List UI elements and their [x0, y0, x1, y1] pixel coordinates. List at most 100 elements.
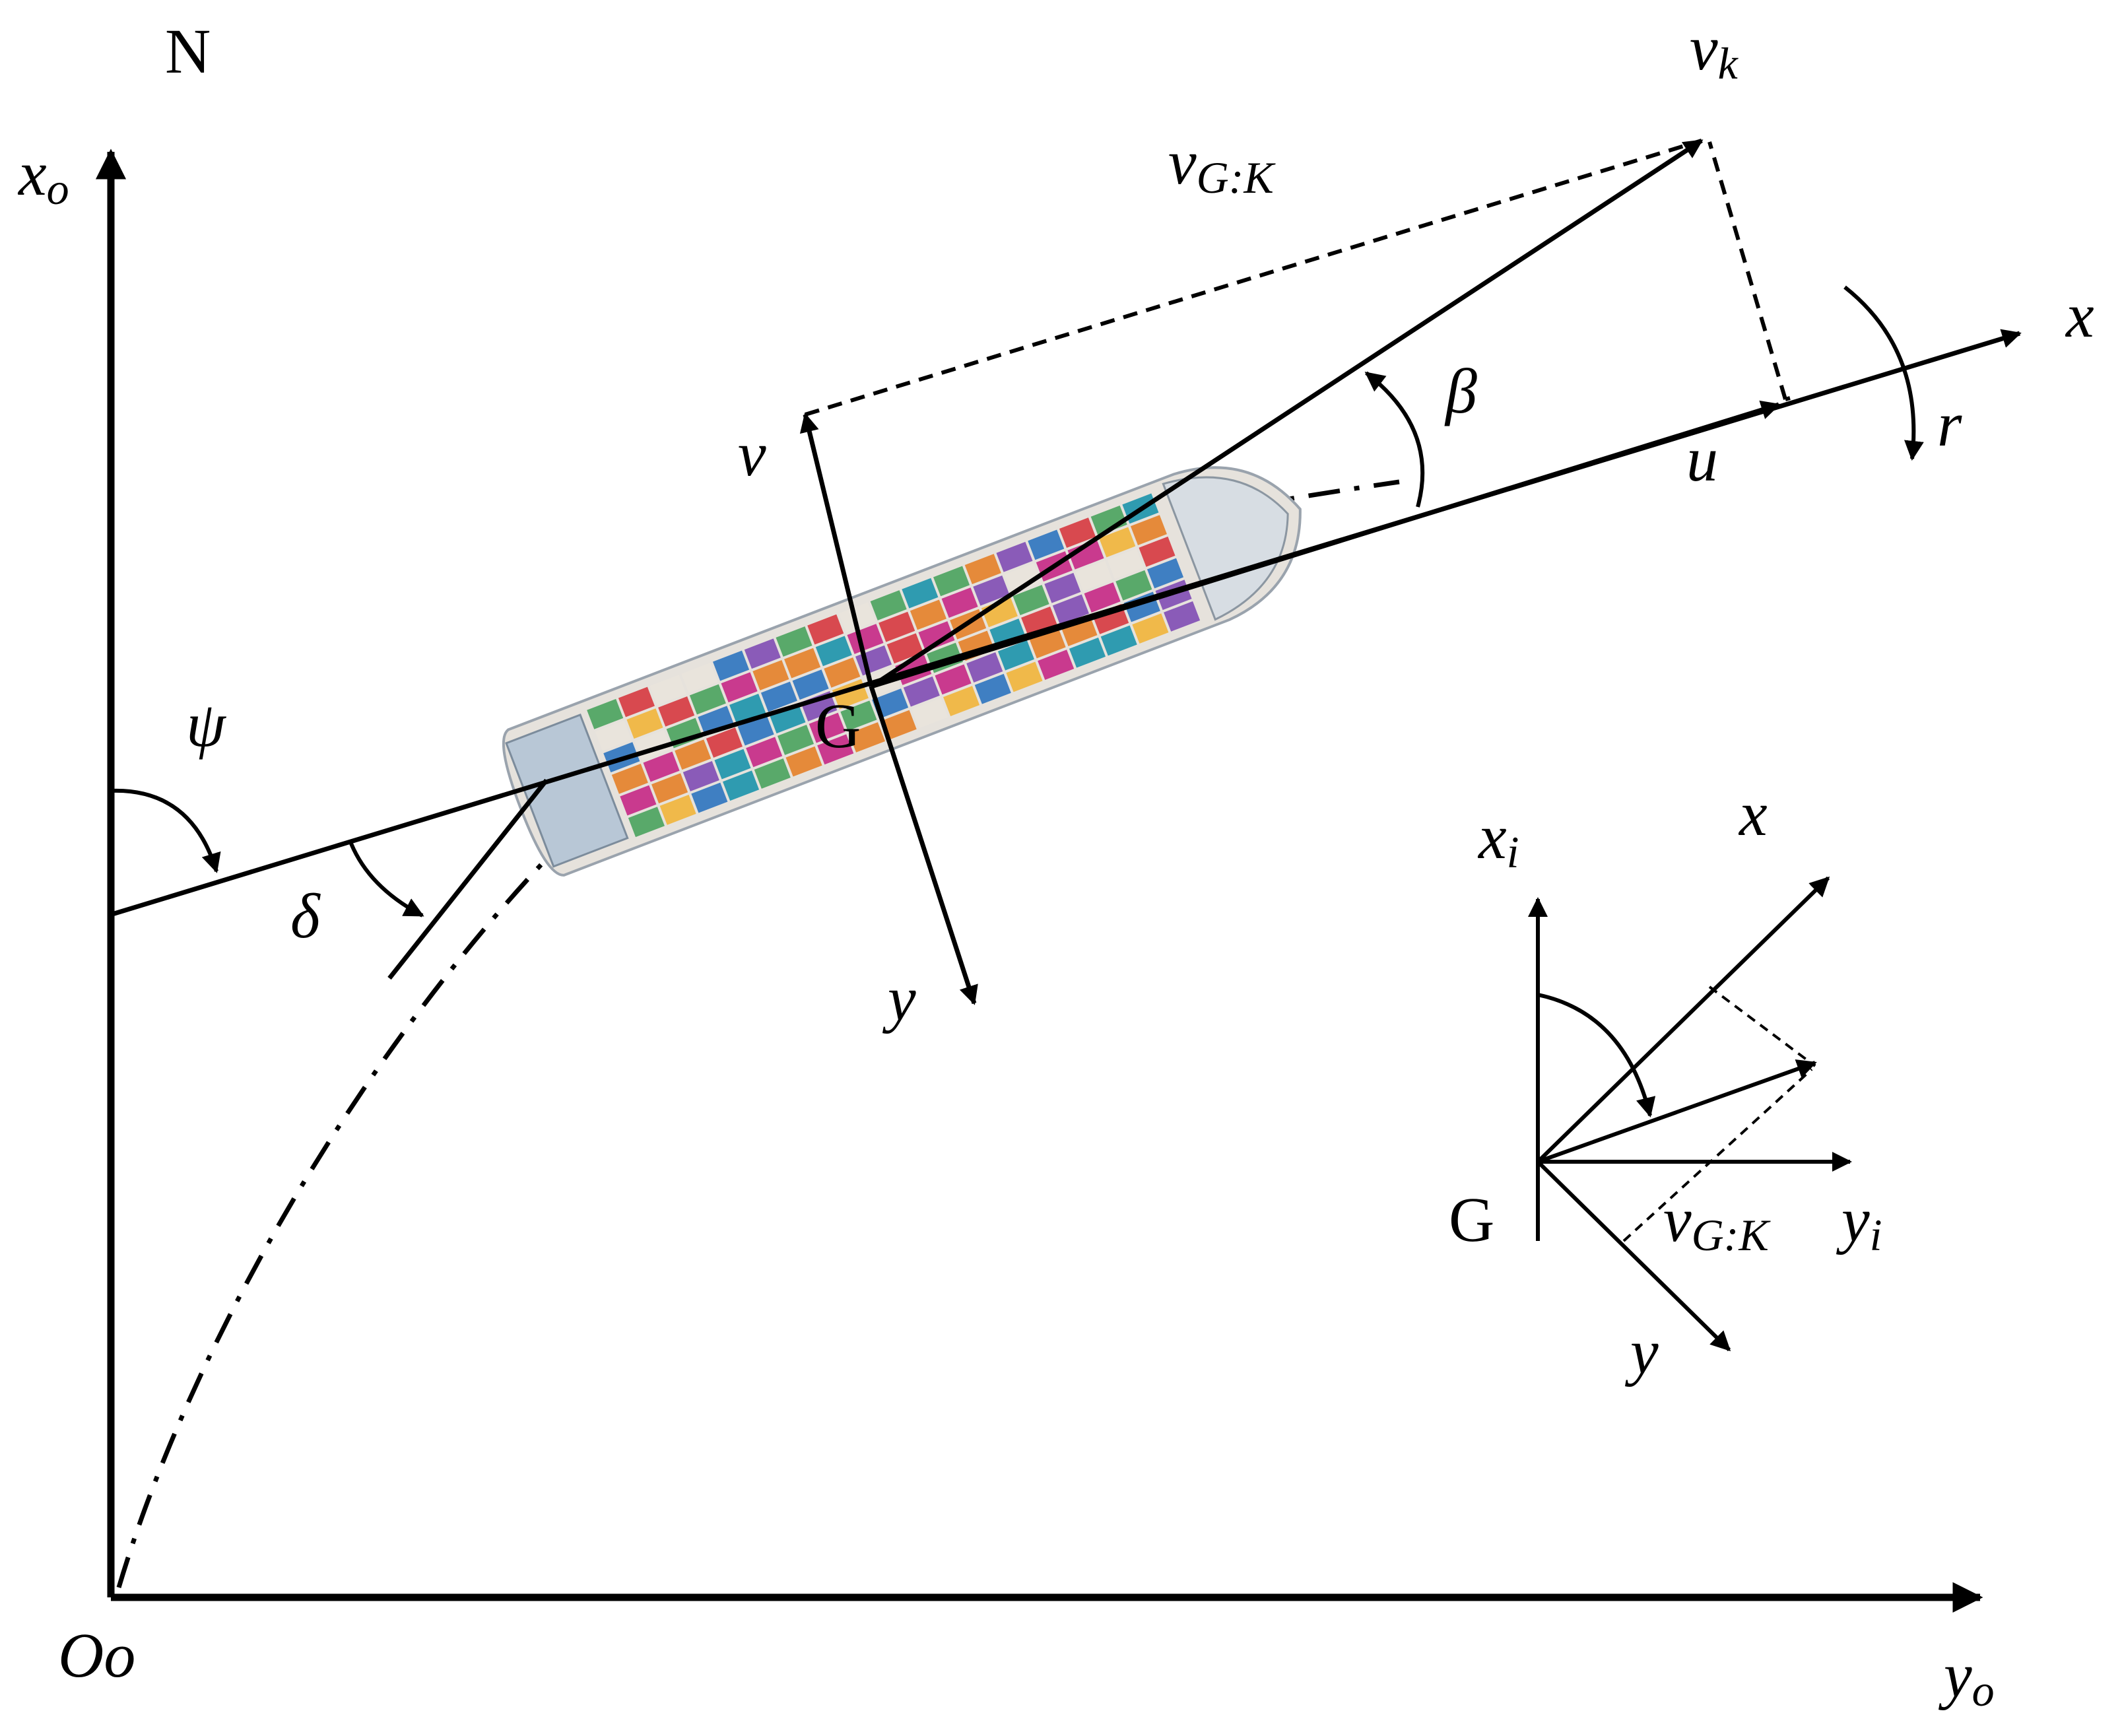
dashed-v-to-vk [805, 139, 1702, 417]
container-block [746, 737, 783, 768]
container-block [1067, 539, 1104, 570]
container-block [1012, 585, 1049, 615]
container-block [626, 708, 663, 739]
container-block [1061, 616, 1098, 647]
container-block [840, 700, 877, 731]
dashed-u-to-vk [1708, 141, 1787, 400]
earth-x-label: xo [17, 138, 69, 214]
container-block [912, 698, 948, 729]
inset-y-axis [1536, 1160, 1731, 1352]
container-block [689, 684, 726, 715]
labels: N Oo xo yo x y u v r G vk vG:K ψ δ β [17, 13, 2094, 1716]
inset-dash-y [1622, 1068, 1813, 1242]
earth-axes [95, 149, 1983, 1613]
container-block [658, 696, 695, 727]
container-block [974, 673, 1011, 704]
inset-center-label: G [1449, 1184, 1494, 1255]
container-block [713, 650, 750, 681]
ship-containers [587, 493, 1201, 838]
vk-vector [870, 139, 1704, 688]
container-block [620, 785, 657, 816]
velocity-construction [805, 139, 1787, 417]
container-block [1028, 529, 1065, 560]
container-block [587, 698, 624, 729]
container-block [752, 660, 789, 690]
beta-arc [1364, 371, 1425, 508]
v-vector [799, 413, 874, 687]
container-block [776, 626, 812, 657]
container-block [1132, 613, 1169, 644]
inset-x-label: x [1738, 778, 1768, 849]
container-block [1107, 549, 1144, 580]
north-label: N [165, 16, 211, 86]
container-block [943, 686, 980, 716]
container-block [628, 807, 665, 838]
container-block [721, 672, 758, 703]
container-block [1076, 560, 1113, 591]
container-block [1004, 563, 1042, 594]
container-block [737, 715, 774, 746]
container-block [792, 669, 829, 700]
container-block [981, 597, 1018, 628]
ship-center-label: G [815, 690, 861, 761]
container-block [966, 652, 1003, 683]
r-label: r [1937, 389, 1962, 459]
container-block [706, 727, 743, 758]
container-block [918, 621, 955, 651]
container-block [643, 751, 680, 782]
v-label: v [738, 418, 766, 489]
delta-arc [349, 842, 424, 918]
ship-x-label: x [2065, 280, 2094, 351]
container-block [989, 618, 1026, 649]
container-block [1052, 594, 1089, 625]
container-block [1006, 661, 1043, 692]
psi-label: ψ [186, 689, 226, 760]
container-block [848, 722, 886, 752]
container-block [1090, 505, 1127, 536]
container-block [973, 575, 1010, 606]
rudder-line [387, 778, 548, 980]
inset-x-axis [1536, 876, 1830, 1164]
container-block [777, 725, 814, 755]
u-label: u [1686, 424, 1718, 494]
container-block [817, 734, 854, 765]
container-block [902, 578, 939, 609]
container-block [847, 624, 884, 654]
container-block [754, 758, 791, 789]
inset-vgk-label: vG:K [1663, 1184, 1771, 1260]
container-block [682, 761, 719, 791]
container-block [1038, 650, 1075, 681]
container-block [1139, 536, 1176, 567]
container-block [996, 541, 1033, 572]
container-block [611, 763, 648, 794]
origin-label: Oo [58, 1620, 135, 1690]
u-vector [870, 400, 1781, 689]
container-block [870, 590, 907, 620]
y-axis-ship [869, 685, 978, 1005]
container-block [760, 681, 797, 712]
container-block [618, 686, 655, 718]
vgk-label: vG:K [1168, 127, 1276, 203]
container-block [1069, 637, 1106, 668]
container-block [1115, 570, 1152, 601]
inset-psi-arc [1537, 993, 1656, 1118]
container-block [659, 794, 696, 825]
delta-label: δ [290, 881, 321, 951]
ship-bow-deck [1162, 476, 1289, 621]
container-block [675, 739, 712, 770]
container-block [941, 587, 978, 618]
container-block [729, 694, 766, 724]
container-block [1044, 572, 1081, 603]
container-block [785, 746, 822, 777]
inset-xi-label: xi [1477, 801, 1519, 877]
container-block [815, 636, 852, 667]
container-block [595, 720, 632, 751]
container-block [1021, 606, 1058, 637]
container-block [723, 770, 760, 801]
container-block [651, 773, 688, 804]
container-block [1059, 517, 1096, 548]
container-block [769, 703, 806, 734]
r-arc [1843, 285, 1924, 461]
ship-y-label: y [882, 963, 916, 1034]
